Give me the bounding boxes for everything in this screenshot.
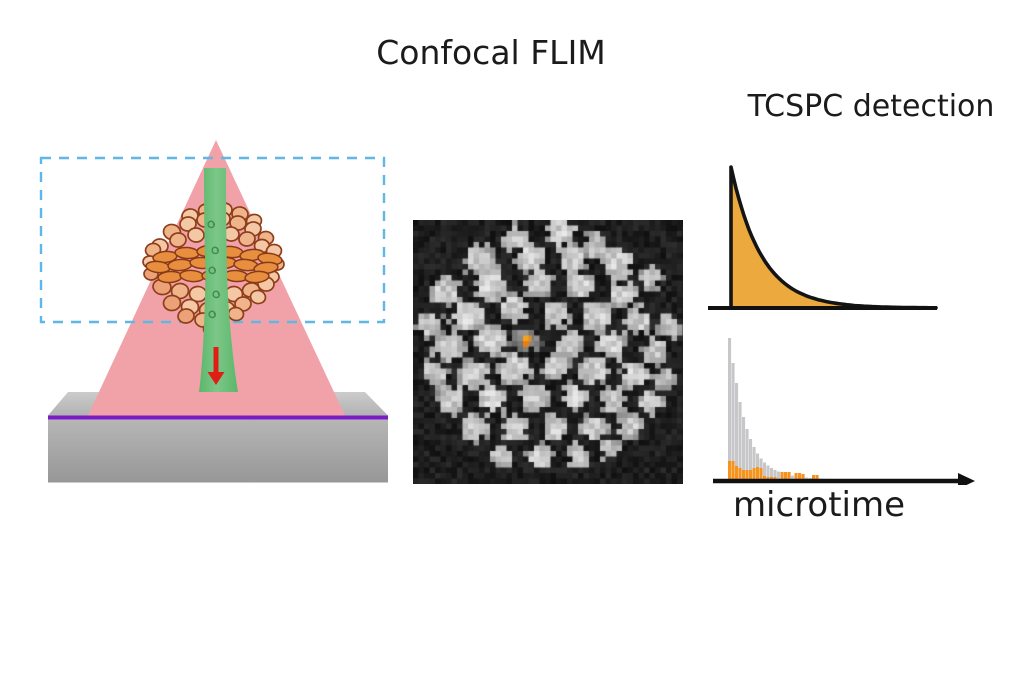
- histogram-bar: [777, 471, 781, 480]
- histogram-bar-selected: [738, 468, 742, 480]
- spheroid-band-cell: [244, 270, 270, 284]
- confocal-setup-illustration: [39, 140, 388, 483]
- flim-intensity-image: [413, 220, 683, 484]
- histogram-bar-selected: [752, 468, 756, 480]
- fluorophore-squiggle-icon: [212, 290, 220, 299]
- histogram-bar: [791, 475, 795, 480]
- coverslip-front-face: [48, 419, 388, 483]
- coverslip-coating-line: [48, 415, 388, 420]
- histogram-bar-selected: [731, 461, 735, 480]
- fluorophore-squiggle-icon: [208, 310, 216, 319]
- spheroid-cell: [169, 232, 187, 248]
- tcspc-detection-title: TCSPC detection: [747, 89, 995, 124]
- histogram-bar: [773, 470, 777, 480]
- histogram-bar: [738, 402, 742, 480]
- histogram-bar-selected: [742, 470, 746, 480]
- spheroid-cell: [187, 227, 205, 243]
- histogram-bar-selected: [812, 475, 816, 480]
- histogram-bar: [745, 429, 749, 480]
- histogram-bar: [752, 447, 756, 480]
- histogram-bar: [731, 363, 735, 480]
- histogram-bar-selected: [773, 477, 777, 480]
- histogram-bar-selected: [794, 473, 798, 480]
- histogram-bar-selected: [784, 472, 788, 480]
- histogram-bar-selected: [801, 474, 805, 480]
- histogram-gray-bars: [728, 338, 847, 480]
- histogram-bar: [756, 453, 760, 480]
- microtime-axis-arrow-icon: [958, 473, 975, 485]
- histogram-bar-selected: [766, 477, 770, 480]
- focus-arrow-shaft: [213, 347, 219, 372]
- histogram-bar-selected: [728, 461, 732, 480]
- focus-arrow-icon: [207, 372, 225, 385]
- spheroid-cell: [162, 294, 182, 312]
- histogram-bar: [742, 417, 746, 480]
- histogram-bar: [735, 383, 739, 480]
- histogram-bar-selected: [759, 468, 763, 480]
- histogram-bar: [766, 465, 770, 480]
- spheroid-cell: [249, 289, 267, 305]
- histogram-bar: [728, 338, 732, 480]
- histogram-bar-selected: [798, 473, 802, 480]
- histogram-bar-selected: [763, 476, 767, 480]
- histogram-bar-selected: [770, 477, 774, 480]
- fluorophore-squiggle-icon: [207, 220, 215, 229]
- histogram-bar-selected: [735, 466, 739, 480]
- tcspc-plots: [708, 165, 975, 485]
- histogram-orange-bars: [728, 461, 819, 480]
- scan-region-box: [39, 156, 386, 324]
- histogram-bar-selected: [787, 472, 791, 480]
- fluorophore-squiggle-icon: [208, 266, 216, 275]
- histogram-bar-selected: [749, 470, 753, 480]
- spheroid-cell: [177, 308, 195, 324]
- fluorophore-squiggle-icon: [211, 246, 219, 255]
- histogram-bar-selected: [745, 470, 749, 480]
- figure-title: Confocal FLIM: [376, 33, 606, 72]
- histogram-bar-selected: [815, 475, 819, 480]
- histogram-bar-selected: [780, 472, 784, 480]
- spheroid-cell: [238, 231, 256, 247]
- histogram-bar: [749, 439, 753, 480]
- decay-curve-fill: [731, 167, 936, 308]
- microtime-axis-label: microtime: [732, 485, 906, 525]
- histogram-bar: [763, 462, 767, 480]
- spheroid-cell: [170, 282, 190, 300]
- histogram-bar: [770, 468, 774, 480]
- histogram-bar-selected: [756, 467, 760, 480]
